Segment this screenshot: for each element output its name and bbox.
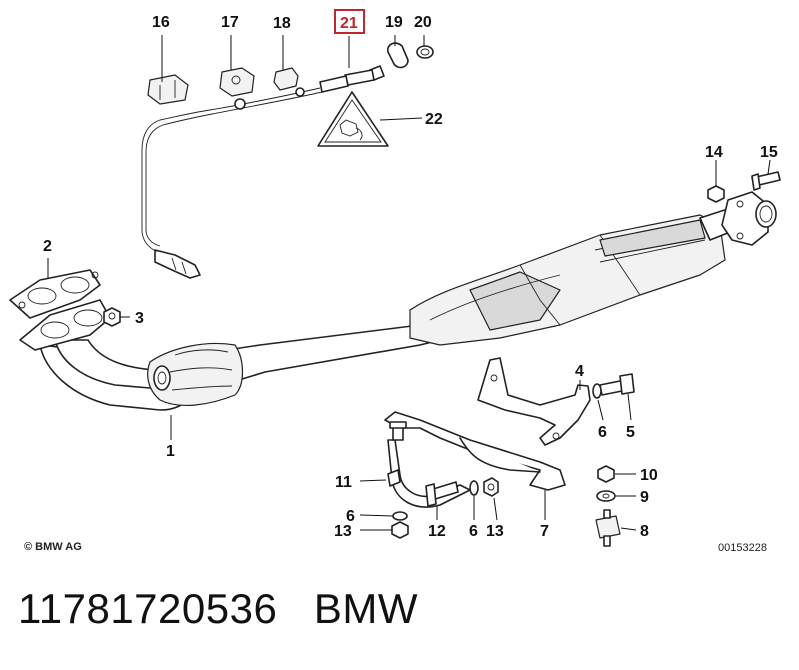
callout-1: 1 [166, 443, 175, 460]
clip-17 [219, 67, 255, 97]
washer-9 [596, 490, 616, 502]
callout-8: 8 [640, 523, 649, 540]
bracket-7 [384, 411, 566, 491]
callout-13-middle: 13 [486, 523, 504, 540]
bolt-5 [599, 373, 635, 396]
callout-20: 20 [414, 14, 432, 31]
exploded-parts-diagram: 16 17 18 21 19 20 22 14 15 2 3 1 4 6 5 1… [9, 9, 781, 547]
bracket-4 [477, 357, 591, 446]
bolt-15 [751, 171, 781, 191]
callout-11: 11 [335, 474, 352, 491]
callout-6-upper: 6 [598, 424, 607, 441]
washer-6-upper [592, 383, 602, 399]
rear-flange [721, 191, 777, 246]
leader-lines [47, 35, 771, 531]
drawing-number: 00153228 [718, 542, 767, 554]
washer-6-left [392, 511, 408, 521]
nut-3 [103, 307, 121, 327]
copyright-notice: © BMW AG [24, 541, 82, 553]
callout-labels: 16 17 18 21 19 20 22 14 15 2 3 1 4 6 5 1… [43, 9, 778, 540]
catalytic-converter-body [409, 204, 749, 346]
warning-triangle-22 [317, 91, 389, 147]
nut-10 [597, 465, 615, 483]
callout-14: 14 [705, 144, 723, 161]
nut-14 [707, 185, 725, 203]
bolt-12 [425, 481, 459, 507]
rubber-mount-8 [595, 509, 621, 547]
callout-22: 22 [425, 111, 443, 128]
nut-13-middle [483, 477, 499, 497]
front-exhaust-pipe [39, 317, 441, 411]
nut-13-left [391, 521, 409, 539]
clip-16 [147, 74, 189, 105]
callout-5: 5 [626, 424, 635, 441]
part-caption: 11781720536 BMW [18, 585, 418, 633]
callout-6-middle: 6 [469, 523, 478, 540]
callout-2: 2 [43, 238, 52, 255]
callout-16: 16 [152, 14, 170, 31]
callout-3: 3 [135, 310, 144, 327]
callout-15: 15 [760, 144, 778, 161]
callout-10: 10 [640, 467, 658, 484]
washer-6-middle [469, 480, 479, 496]
callout-12: 12 [428, 523, 446, 540]
callout-9: 9 [640, 489, 649, 506]
callout-21-highlight-box [334, 9, 365, 34]
callout-18: 18 [273, 15, 291, 32]
clamp-19 [386, 42, 409, 69]
clip-18 [273, 67, 299, 91]
ring-20 [416, 45, 434, 59]
callout-21: 21 [340, 15, 358, 32]
oxygen-sensor-cable [141, 65, 385, 279]
callout-6-left: 6 [346, 508, 355, 525]
callout-13-left: 13 [334, 523, 352, 540]
callout-7: 7 [540, 523, 549, 540]
callout-19: 19 [385, 14, 403, 31]
bolt-upper-11 [389, 421, 407, 441]
manifold-gasket [9, 269, 111, 351]
callout-17: 17 [221, 14, 239, 31]
part-number: 11781720536 [18, 585, 278, 632]
brand-name: BMW [313, 585, 418, 632]
callout-4: 4 [575, 363, 584, 380]
